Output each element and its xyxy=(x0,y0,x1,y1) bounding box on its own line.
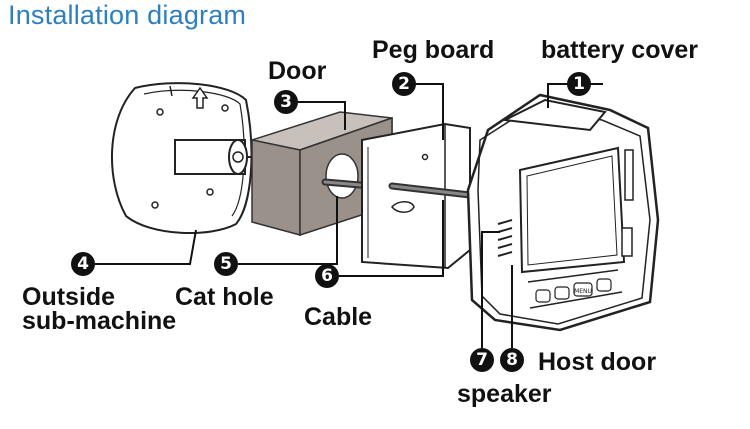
callout-badge-4: 4 xyxy=(71,252,95,276)
callout-badge-1: 1 xyxy=(567,72,591,96)
outside-sub-machine xyxy=(110,82,265,234)
callout-badge-3: 3 xyxy=(274,90,298,114)
label-battery-cover: battery cover xyxy=(541,36,699,64)
label-host-door: Host door xyxy=(538,348,657,376)
label-peg-board: Peg board xyxy=(372,36,495,64)
up-arrow-icon xyxy=(191,86,209,109)
menu-button-label: MENU xyxy=(574,288,592,295)
callout-badge-5: 5 xyxy=(214,252,238,276)
diagram-title: Installation diagram xyxy=(8,0,247,30)
callout-badge-2: 2 xyxy=(392,72,416,96)
label-outside: Outside xyxy=(22,283,116,311)
label-sub-machine: sub-machine xyxy=(22,307,177,335)
label-door: Door xyxy=(268,57,327,85)
callout-badge-7: 7 xyxy=(470,348,494,372)
callout-badge-6: 6 xyxy=(315,264,339,288)
host-door-unit: MENU xyxy=(466,93,660,332)
speaker-grille xyxy=(497,219,513,257)
label-cat-hole: Cat hole xyxy=(175,283,274,311)
label-speaker: speaker xyxy=(457,380,552,408)
label-cable: Cable xyxy=(304,303,373,331)
peg-board xyxy=(361,122,474,270)
callout-badge-8: 8 xyxy=(500,348,524,372)
